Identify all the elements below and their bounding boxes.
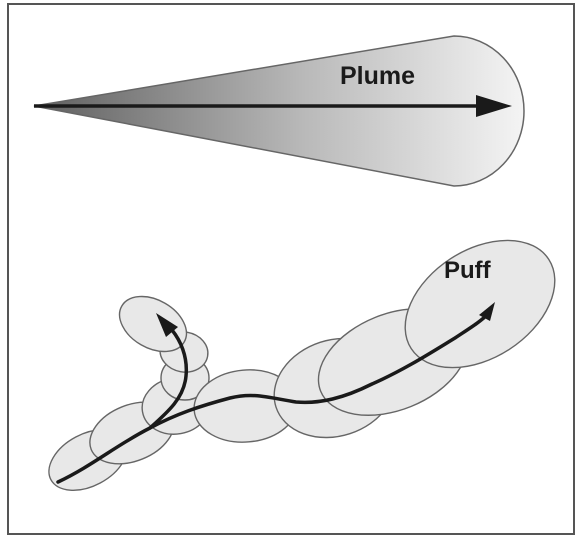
- plume-label: Plume: [340, 62, 415, 90]
- puff-label: Puff: [444, 257, 492, 284]
